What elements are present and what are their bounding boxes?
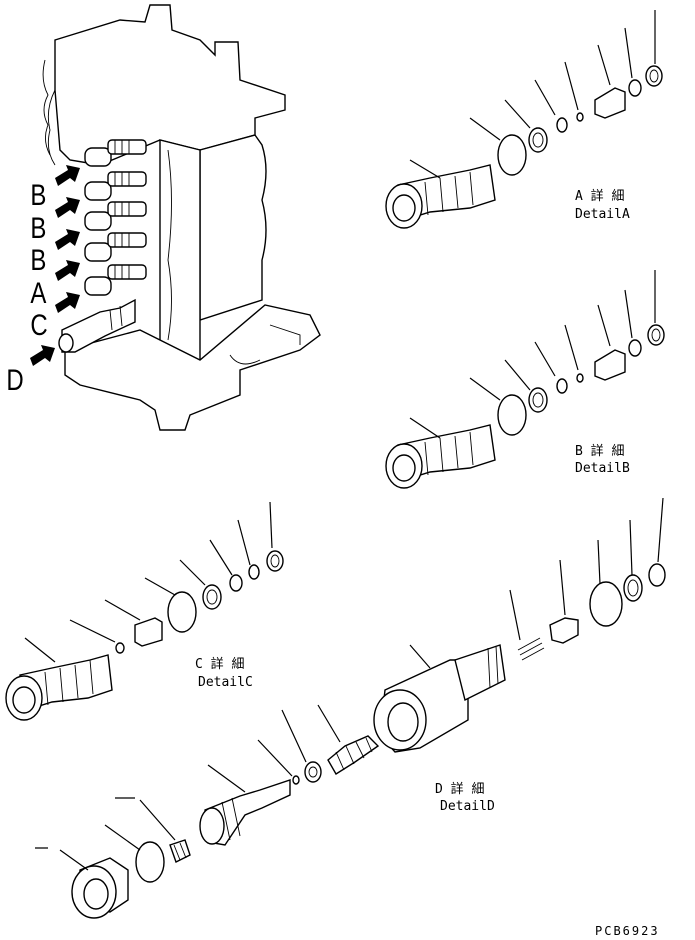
valve-label-b1: B — [30, 177, 46, 211]
detail-a-en-label: DetailA — [575, 207, 630, 222]
detail-a-jp-label: A 詳 細 — [575, 188, 624, 204]
spool-b-1 — [84, 139, 147, 167]
detail-b-jp-label: B 詳 細 — [575, 443, 624, 459]
detail-d-jp-label: D 詳 細 — [435, 781, 484, 797]
spool-c — [58, 298, 136, 353]
detail-c-jp-label: C 詳 細 — [195, 656, 244, 672]
detail-c-assembly: C 詳 細 DetailC — [5, 501, 284, 721]
control-valve-body: B B B A C D — [6, 4, 321, 431]
spool-b-2 — [84, 171, 147, 201]
detail-d-assembly: D 詳 細 DetailD — [35, 497, 666, 919]
spool-b-3 — [84, 201, 147, 231]
spool-a — [84, 232, 147, 262]
valve-label-b2: B — [30, 210, 46, 244]
detail-b-en-label: DetailB — [575, 461, 630, 476]
valve-label-d: D — [6, 362, 23, 396]
spool-b-4 — [84, 264, 147, 296]
arrow-icon — [30, 165, 80, 366]
valve-label-a: A — [30, 275, 47, 309]
valve-label-c: C — [30, 307, 47, 341]
detail-b-assembly: B 詳 細 DetailB — [385, 270, 665, 489]
detail-d-en-label: DetailD — [440, 799, 495, 814]
drawing-code: PCB6923 — [595, 924, 660, 938]
valve-label-b3: B — [30, 242, 46, 276]
detail-a-assembly: A 詳 細 DetailA — [385, 10, 663, 229]
detail-c-en-label: DetailC — [198, 675, 253, 690]
